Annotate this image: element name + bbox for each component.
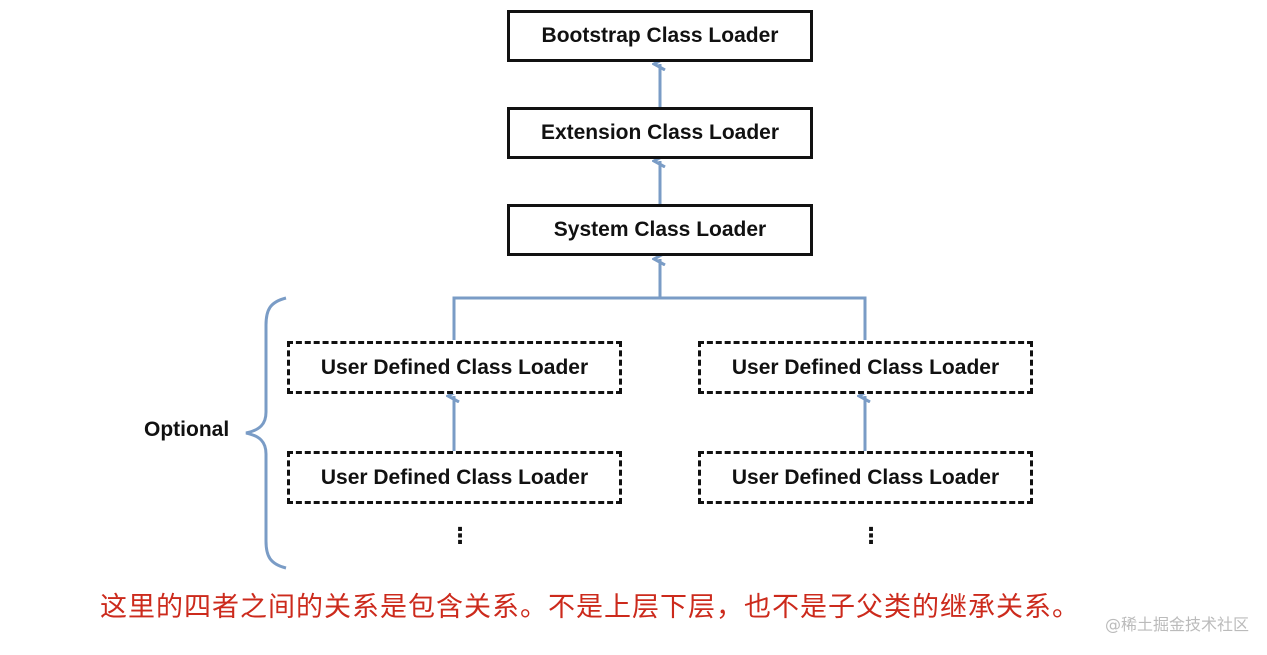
right-continuation-ellipsis: ⋮: [860, 523, 882, 548]
extension-class-loader-label: Extension Class Loader: [540, 121, 780, 144]
relationship-caption: 这里的四者之间的关系是包含关系。不是上层下层，也不是子父类的继承关系。: [100, 592, 1080, 623]
optional-brace: [245, 296, 287, 570]
site-watermark: @稀土掘金技术社区: [1104, 615, 1249, 634]
user-defined-loader-right-bottom-label: User Defined Class Loader: [731, 465, 1000, 489]
user-defined-loader-left-top-box: User Defined Class Loader: [287, 341, 622, 394]
user-defined-loader-right-bottom-box: User Defined Class Loader: [698, 451, 1033, 504]
user-defined-loader-left-bottom-box: User Defined Class Loader: [287, 451, 622, 504]
left-continuation-ellipsis: ⋮: [449, 523, 471, 548]
arrow-user-to-system: [452, 259, 867, 340]
user-defined-loader-right-top-box: User Defined Class Loader: [698, 341, 1033, 394]
user-defined-loader-left-bottom-label: User Defined Class Loader: [320, 465, 589, 489]
system-class-loader-label: System Class Loader: [553, 218, 767, 241]
user-defined-loader-left-top-label: User Defined Class Loader: [320, 355, 589, 379]
user-defined-loader-right-top-label: User Defined Class Loader: [731, 355, 1000, 379]
optional-label: Optional: [144, 418, 230, 441]
bootstrap-class-loader-box: Bootstrap Class Loader: [507, 10, 813, 62]
extension-class-loader-box: Extension Class Loader: [507, 107, 813, 159]
system-class-loader-box: System Class Loader: [507, 204, 813, 256]
bootstrap-class-loader-label: Bootstrap Class Loader: [541, 24, 779, 47]
